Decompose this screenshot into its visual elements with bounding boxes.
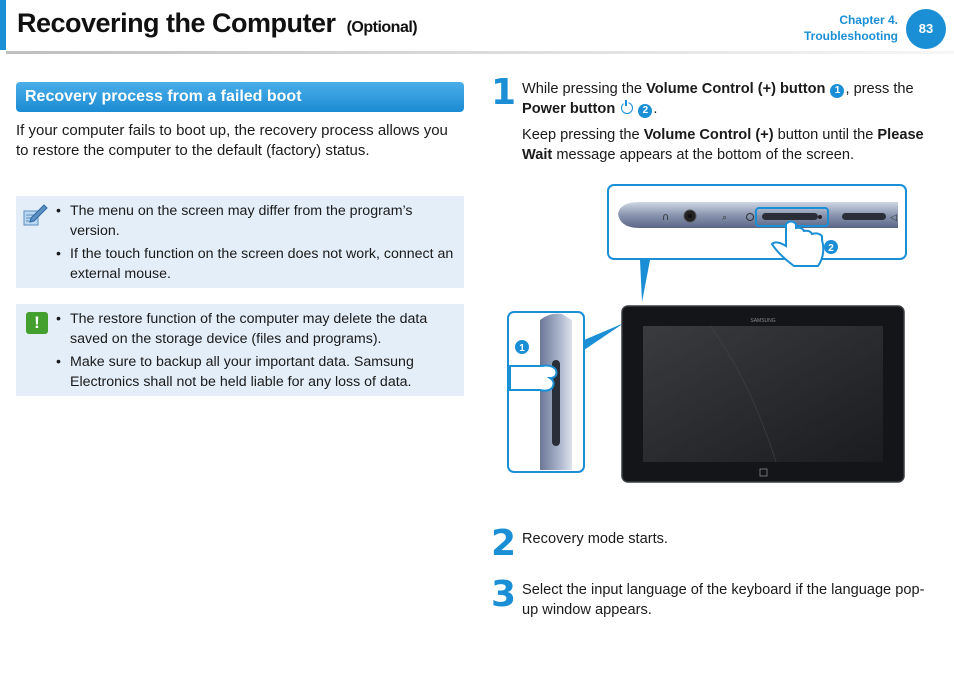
chapter-number: Chapter 4. <box>839 13 898 27</box>
exclamation-icon: ! <box>26 312 48 334</box>
chapter-label: Chapter 4. Troubleshooting <box>804 12 898 44</box>
mic-icon: ⌕ <box>722 213 727 223</box>
headphone-icon: ∩ <box>662 212 669 223</box>
tablet-screen <box>643 326 883 462</box>
header-divider <box>6 51 954 54</box>
brand-logo: SAMSUNG <box>750 318 775 324</box>
tablet-illustration: ∩ ⌕ ◁ 2 1 SAMSUNG <box>507 184 907 483</box>
note-item: •The menu on the screen may differ from … <box>56 203 413 239</box>
power-icon <box>621 100 634 114</box>
step-1-detail: Keep pressing the Volume Control (+) but… <box>522 127 924 163</box>
step-2-text: Recovery mode starts. <box>522 531 668 547</box>
marker-2-icon <box>824 240 838 254</box>
marker-1-icon <box>515 340 529 354</box>
warning-box: ! •The restore function of the computer … <box>16 304 464 396</box>
marker-2-icon: 2 <box>638 104 653 118</box>
step-number-2: 2 <box>491 523 517 564</box>
windows-button-icon <box>759 468 768 477</box>
power-button-slot <box>762 213 818 220</box>
section-heading: Recovery process from a failed boot <box>16 82 464 112</box>
chapter-name: Troubleshooting <box>804 29 898 43</box>
step-1-text: While pressing the Volume Control (+) bu… <box>522 81 914 118</box>
warning-item: •Make sure to backup all your important … <box>56 354 414 390</box>
zoom-pointer <box>584 323 624 350</box>
page-title-suffix: (Optional) <box>346 19 418 36</box>
note-pencil-icon <box>23 204 48 226</box>
step-number-3: 3 <box>491 574 517 615</box>
header-accent-bar <box>0 0 6 50</box>
speaker-icon: ◁ <box>890 213 897 223</box>
marker-1-label: 1 <box>519 343 525 354</box>
marker-1-icon: 1 <box>830 84 845 98</box>
volume-slot <box>842 213 886 220</box>
warning-item: •The restore function of the computer ma… <box>56 311 428 347</box>
step-number-1: 1 <box>491 72 517 113</box>
marker-2-label: 2 <box>828 243 834 254</box>
zoom-pointer <box>640 260 650 302</box>
page-number-badge: 83 <box>906 9 946 49</box>
pressing-hand-icon <box>509 364 558 392</box>
page-title-text: Recovering the Computer <box>17 8 336 38</box>
note-box: •The menu on the screen may differ from … <box>16 196 464 288</box>
pointing-hand-icon <box>770 220 825 267</box>
step-3-text: Select the input language of the keyboar… <box>522 582 925 618</box>
page-title: Recovering the Computer (Optional) <box>17 8 418 39</box>
power-button-icon <box>746 213 754 221</box>
note-item: •If the touch function on the screen doe… <box>56 246 454 282</box>
section-intro: If your computer fails to boot up, the r… <box>16 122 448 159</box>
